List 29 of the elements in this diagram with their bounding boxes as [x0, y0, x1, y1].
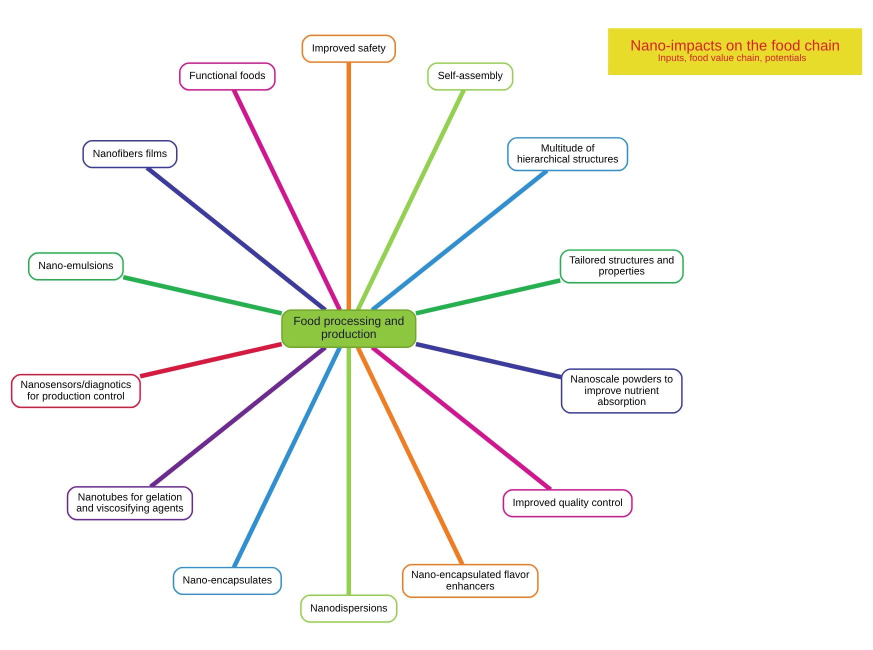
node-box: Food processing and production — [281, 308, 416, 348]
connector — [232, 88, 342, 310]
node-box: Multitude of hierarchical structures — [507, 136, 628, 171]
connector — [370, 345, 552, 491]
connector — [122, 274, 282, 316]
node-box: Nano-impacts on the food chain Inputs, food value chain, potentials — [608, 28, 862, 75]
connector — [146, 166, 327, 312]
connector — [356, 346, 464, 565]
node-box: Nano-encapsulates — [172, 566, 282, 595]
connector — [356, 88, 466, 310]
node-box: Nano-emulsions — [28, 252, 124, 280]
connector — [140, 341, 282, 378]
connector — [415, 341, 562, 379]
node-box: Nanoscale powders to improve nutrient absorption — [560, 368, 683, 414]
node-box: Nanotubes for gelation and viscosifying agents — [66, 486, 194, 520]
connector — [149, 345, 327, 488]
node-box: Nanosensors/diagnotics for production control — [10, 373, 141, 408]
node-box: Nano-encapsulated flavor enhancers — [402, 563, 539, 598]
connector — [415, 278, 561, 316]
node-box: Self-assembly — [427, 62, 514, 90]
connector — [232, 346, 342, 568]
node-box: Tailored structures and properties — [560, 248, 684, 283]
connector — [346, 62, 352, 310]
node-box: Nanodispersions — [300, 594, 398, 622]
node-box: Improved safety — [302, 34, 396, 62]
connector — [346, 346, 352, 595]
node-box: Nanofibers films — [82, 140, 178, 168]
node-box: Improved quality control — [502, 488, 633, 517]
node-box: Functional foods — [179, 62, 276, 90]
